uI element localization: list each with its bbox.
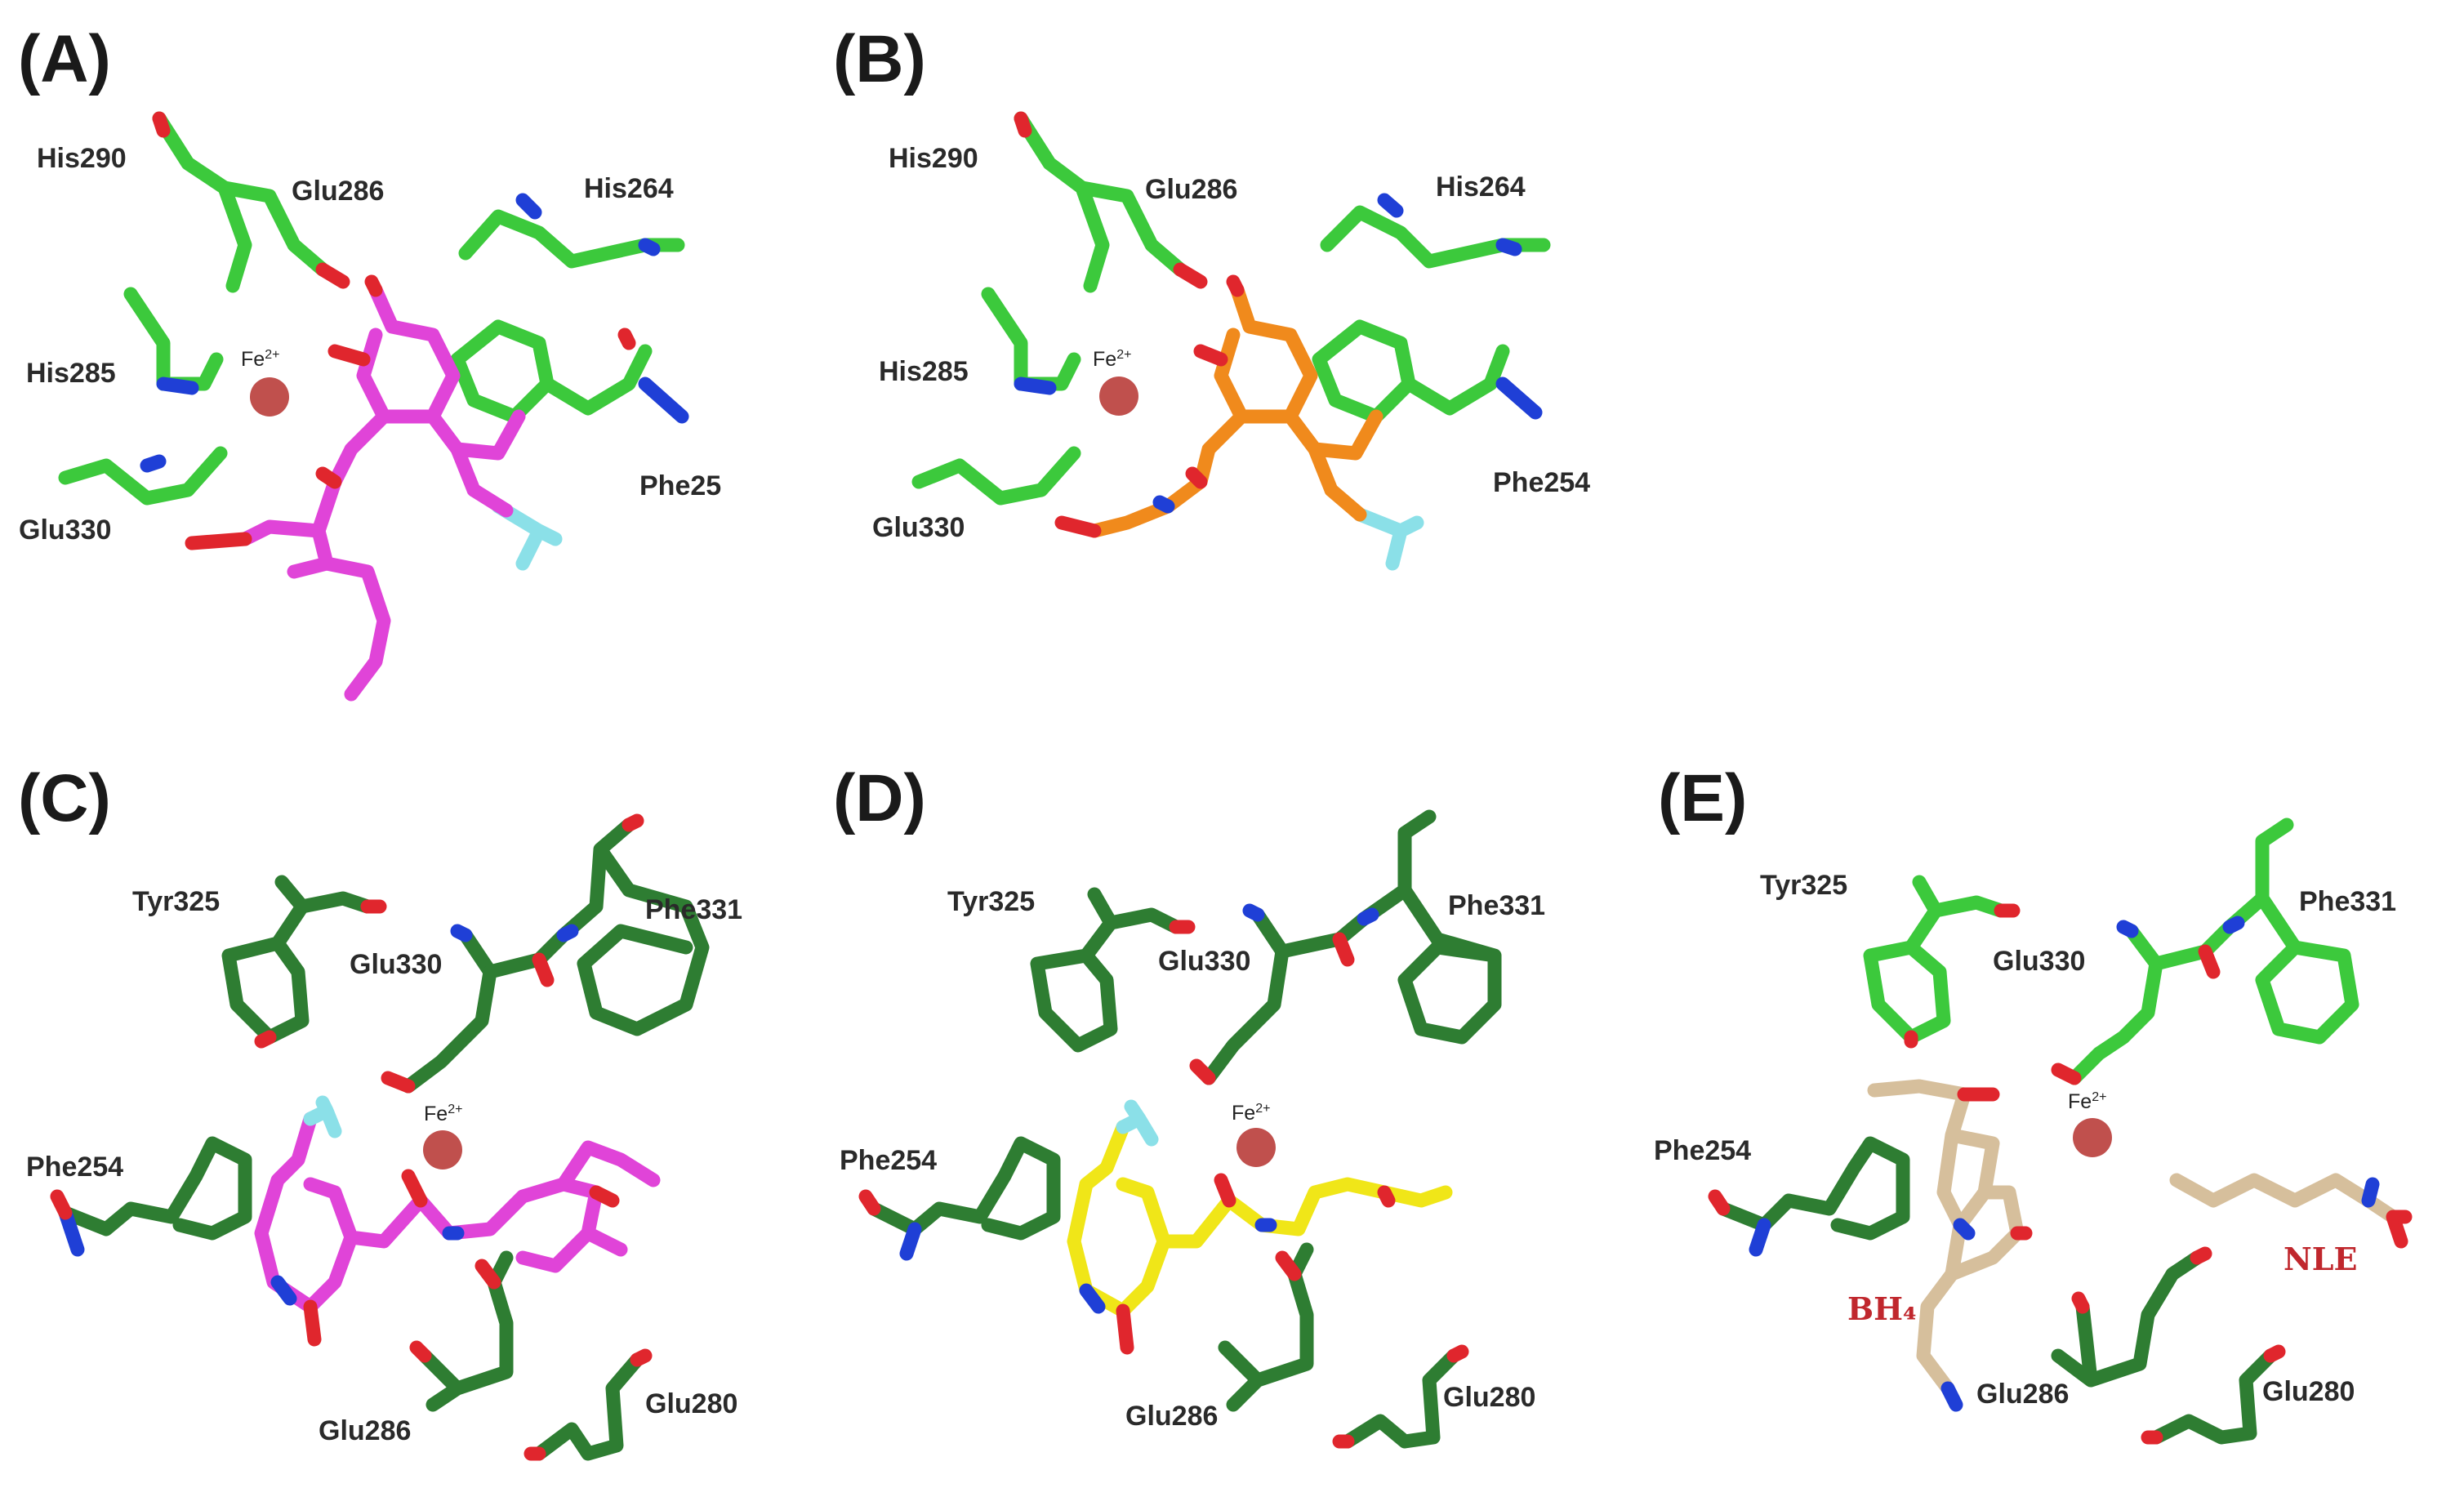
panel-c-residue-label-6: Glu280 xyxy=(645,1388,737,1419)
panel-d-letter: (D) xyxy=(833,761,926,835)
panel-e-nle-label: NLE xyxy=(2284,1241,2357,1277)
phe254-stick xyxy=(450,319,653,424)
e-glu280-stick xyxy=(2149,1348,2278,1445)
panel-d-residue-label-1: Tyr325 xyxy=(947,886,1035,917)
panel-c-protein-residues xyxy=(50,813,710,1461)
panel-e-fe-label: Fe2+ xyxy=(2068,1090,2106,1113)
e-glu330-sidechain xyxy=(2067,956,2163,1085)
his290-stick xyxy=(152,111,252,293)
panel-e-residue-label-6: Glu280 xyxy=(2262,1376,2355,1407)
panel-a-residue-label-4: His285 xyxy=(26,358,116,389)
glu330-stick xyxy=(58,446,228,506)
panel-e-residue-label-2: Glu330 xyxy=(1993,946,2085,977)
panel-b: (B) Fe2+ His290 Glu286 His264 His285 Glu… xyxy=(833,22,1590,571)
panel-c-iron-atom xyxy=(423,1130,462,1170)
d-glu330-sidechain xyxy=(1201,944,1290,1085)
panel-a-residue-label-3: His264 xyxy=(584,173,674,204)
panel-e: (E) Fe2+ Tyr xyxy=(1654,761,2413,1445)
panel-b-residue-label-2: Glu286 xyxy=(1145,174,1237,205)
bh4-bonds xyxy=(1867,1079,2025,1396)
panel-a-fe-label: Fe2+ xyxy=(241,348,279,371)
panel-e-iron-atom xyxy=(2073,1118,2112,1157)
panel-d-residue-label-3: Phe331 xyxy=(1448,890,1545,921)
panel-d-fe-label: Fe2+ xyxy=(1232,1102,1270,1125)
panel-a-iron-atom xyxy=(250,377,289,417)
c-glu280-stick xyxy=(532,1352,644,1461)
panel-a-residue-label-1: His290 xyxy=(37,143,127,174)
b-his290-stick xyxy=(1014,111,1110,293)
panel-d-residue-label-2: Glu330 xyxy=(1158,946,1250,977)
panel-b-ligand xyxy=(1054,274,1424,571)
panel-b-fe-label: Fe2+ xyxy=(1093,348,1131,371)
panel-e-residue-label-3: Phe331 xyxy=(2299,886,2396,917)
glu286-stick xyxy=(217,180,330,277)
panel-b-protein-residues xyxy=(911,111,1551,506)
panel-a-ligand-bonds xyxy=(311,283,526,702)
panel-c-ligand xyxy=(254,1095,661,1347)
panel-d-protein-residues xyxy=(858,809,1502,1449)
panel-b-residue-label-1: His290 xyxy=(889,143,978,174)
b-glu330-stick xyxy=(911,446,1081,506)
panel-e-residue-label-4: Phe254 xyxy=(1654,1135,1751,1166)
d-phe254-stick xyxy=(867,1136,1061,1241)
panel-d-residue-label-6: Glu280 xyxy=(1443,1382,1535,1413)
panel-d-residue-label-5: Glu286 xyxy=(1125,1401,1218,1432)
nle-bonds xyxy=(2169,1173,2400,1224)
his285-stick xyxy=(123,287,224,391)
panel-c: (C) Fe2+ Tyr325 Glu330 Phe331 xyxy=(18,761,742,1461)
c-tyr325-stick xyxy=(221,875,375,1045)
c-phe254-stick xyxy=(58,1136,252,1241)
panel-d-ligand-bonds xyxy=(1067,1120,1453,1318)
panel-b-letter: (B) xyxy=(833,22,926,96)
e-phe254-stick xyxy=(1716,1136,1910,1241)
panel-b-residue-label-5: Glu330 xyxy=(872,512,965,543)
c-glu330-sidechain xyxy=(401,965,497,1094)
b-phe254-stick xyxy=(1312,319,1510,424)
panel-e-ligand-nle xyxy=(2169,1173,2413,1249)
d-tyr325-stick xyxy=(1030,887,1183,1053)
panel-a-ligand xyxy=(185,274,563,702)
d-glu280-stick xyxy=(1340,1348,1461,1449)
panel-a-residue-label-5: Glu330 xyxy=(19,515,111,546)
panel-b-ligand-bonds xyxy=(1087,283,1383,538)
panel-e-ligand-bh4 xyxy=(1867,1079,2033,1412)
panel-d: (D) Fe2+ Tyr325 Glu330 Phe331 Ph xyxy=(833,761,1545,1449)
panel-c-residue-label-1: Tyr325 xyxy=(132,886,220,917)
panel-e-residue-label-5: Glu286 xyxy=(1976,1379,2069,1410)
panel-d-iron-atom xyxy=(1236,1128,1276,1167)
c-glu330-phe331-stick xyxy=(458,818,710,1036)
e-glu286-stick xyxy=(2051,1250,2204,1388)
panel-a-protein-residues xyxy=(58,111,689,506)
panel-b-residue-label-4: His285 xyxy=(879,356,969,387)
panel-c-letter: (C) xyxy=(18,761,111,835)
panel-c-residue-label-5: Glu286 xyxy=(319,1415,411,1446)
e-tyr325-stick xyxy=(1863,875,2008,1045)
b-his285-stick xyxy=(981,287,1081,391)
b-glu286-stick xyxy=(1075,180,1187,277)
d-glu330-phe331-stick xyxy=(1250,809,1502,1045)
panel-e-bh4-label: BH₄ xyxy=(1847,1290,1917,1327)
panel-a-letter: (A) xyxy=(18,22,111,96)
panel-c-residue-label-4: Phe254 xyxy=(26,1152,123,1183)
panel-c-fe-label: Fe2+ xyxy=(424,1103,462,1125)
panel-e-protein-residues xyxy=(1708,818,2359,1445)
panel-d-residue-label-4: Phe254 xyxy=(840,1145,937,1176)
panel-b-iron-atom xyxy=(1099,376,1138,416)
panel-e-letter: (E) xyxy=(1658,761,1747,835)
panel-d-ligand xyxy=(1067,1099,1453,1355)
panel-b-residue-label-3: His264 xyxy=(1436,172,1526,203)
panel-c-residue-label-2: Glu330 xyxy=(350,949,442,980)
panel-a-residue-label-2: Glu286 xyxy=(292,176,384,207)
panel-a-residue-label-6: Phe25 xyxy=(639,470,721,501)
panel-e-residue-label-1: Tyr325 xyxy=(1760,870,1847,901)
panel-b-residue-label-6: Phe254 xyxy=(1493,467,1590,498)
panel-c-residue-label-3: Phe331 xyxy=(645,894,742,925)
panel-a: (A) Fe2+ His2 xyxy=(18,22,721,702)
e-glu330-phe331-stick xyxy=(2124,818,2359,1045)
